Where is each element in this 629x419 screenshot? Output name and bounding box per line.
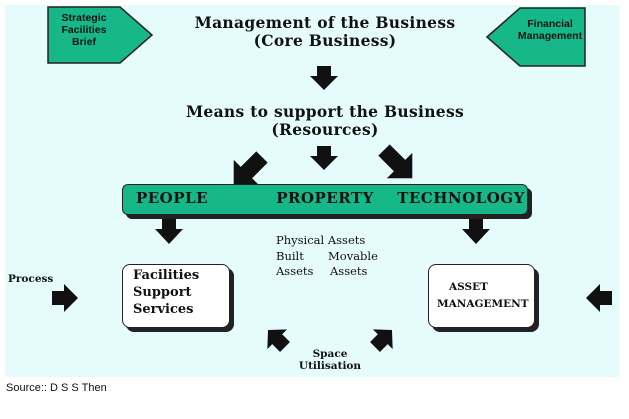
asset-row: Built Movable	[276, 249, 378, 265]
asset-cell: Assets	[330, 264, 368, 279]
asset-cell: Movable	[328, 248, 378, 263]
tag-line: Management	[517, 30, 583, 43]
tag-line: Financial	[527, 18, 573, 30]
asset-cell: Built	[276, 248, 304, 263]
asset-management-label: ASSET MANAGEMENT	[437, 279, 529, 313]
down-arrow-icon	[155, 217, 183, 244]
title-line: Management of the Business	[194, 13, 456, 32]
resource-technology: TECHNOLOGY	[397, 189, 525, 207]
asset-row: Assets Assets	[276, 264, 378, 280]
diagram-subtitle: Means to support the Business (Resources…	[170, 103, 480, 139]
box-line: MANAGEMENT	[437, 297, 529, 310]
label-line: Space	[312, 348, 348, 360]
label-line: Utilisation	[298, 360, 362, 373]
financial-management-tag: Financial Management	[512, 18, 588, 42]
source-caption: Source:: D S S Then	[6, 382, 107, 394]
resource-people: PEOPLE	[135, 189, 209, 207]
financial-management-tag-shape	[485, 7, 586, 67]
down-right-arrow-icon	[378, 144, 413, 179]
box-line: Support	[133, 284, 192, 300]
diagram-title: Management of the Business (Core Busines…	[170, 14, 480, 50]
strategic-brief-tag: Strategic Facilities Brief	[48, 12, 120, 48]
tag-line: Brief	[72, 36, 96, 49]
asset-cell: Assets	[276, 264, 314, 279]
space-utilisation-label: Space Utilisation	[290, 348, 370, 372]
down-arrow-icon	[462, 217, 490, 244]
strategic-brief-tag-shape	[47, 6, 154, 64]
box-line: Services	[133, 301, 194, 317]
down-arrow-icon	[310, 146, 338, 170]
down-arrow-icon	[310, 66, 338, 90]
title-line: (Core Business)	[253, 30, 397, 50]
asset-management-box: ASSET MANAGEMENT	[428, 264, 535, 328]
resources-band	[122, 184, 528, 215]
physical-assets: Physical Assets Built Movable Assets Ass…	[276, 233, 378, 280]
facilities-support-label: Facilities Support Services	[133, 268, 223, 319]
down-left-arrow-icon	[233, 151, 268, 186]
subtitle-line: (Resources)	[271, 119, 379, 139]
box-line: ASSET	[449, 281, 488, 293]
up-right-arrow-icon	[370, 329, 393, 352]
resource-property: PROPERTY	[276, 189, 374, 207]
tag-line: Strategic	[61, 12, 107, 24]
left-arrow-icon	[586, 284, 612, 312]
facilities-support-box: Facilities Support Services	[122, 264, 230, 328]
right-arrow-icon	[52, 284, 78, 312]
physical-assets-heading: Physical Assets	[276, 233, 366, 247]
box-line: Facilities	[133, 268, 200, 283]
up-left-arrow-icon	[267, 329, 290, 352]
process-label: Process	[8, 273, 54, 285]
tag-line: Facilities	[61, 24, 107, 37]
subtitle-line: Means to support the Business	[185, 102, 465, 121]
